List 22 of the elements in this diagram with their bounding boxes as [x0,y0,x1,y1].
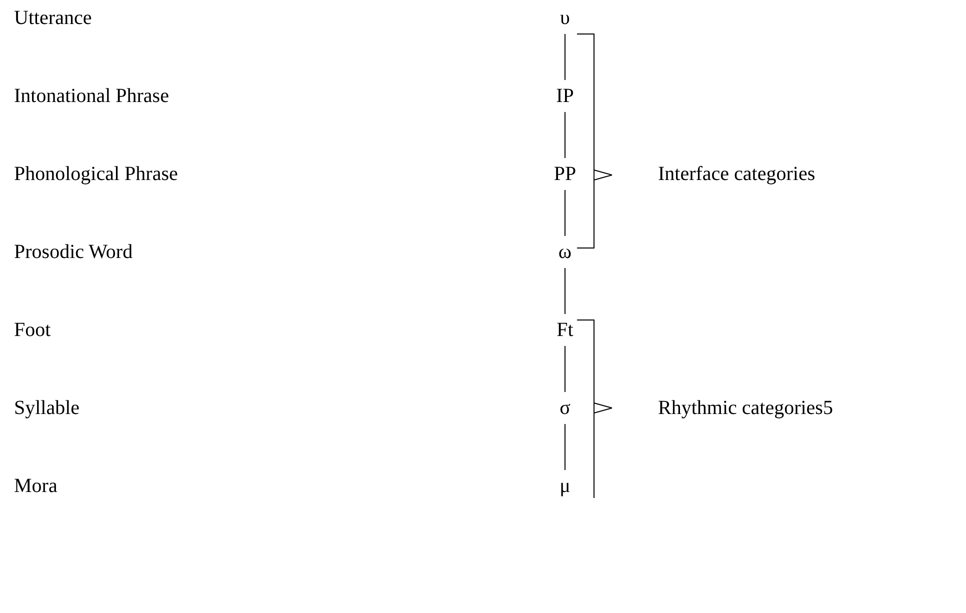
level-name: Foot [14,318,51,342]
connector-line [564,190,566,236]
level-name: Mora [14,474,58,498]
connector-line [564,424,566,470]
level-name: Prosodic Word [14,240,133,264]
connector-line [564,34,566,80]
level-name: Syllable [14,396,80,420]
level-name: Utterance [14,6,92,30]
level-name: Intonational Phrase [14,84,169,108]
level-name: Phonological Phrase [14,162,178,186]
level-symbol: υ [560,6,570,30]
category-label: Rhythmic categories5 [658,396,833,420]
level-symbol: σ [560,396,570,420]
category-label: Interface categories [658,162,816,186]
level-symbol: μ [560,474,570,498]
level-symbol: PP [554,162,576,186]
connector-line [564,112,566,158]
level-symbol: ω [558,240,572,264]
connector-line [564,346,566,392]
connector-line [564,268,566,314]
level-symbol: IP [556,84,574,108]
level-symbol: Ft [556,318,574,342]
